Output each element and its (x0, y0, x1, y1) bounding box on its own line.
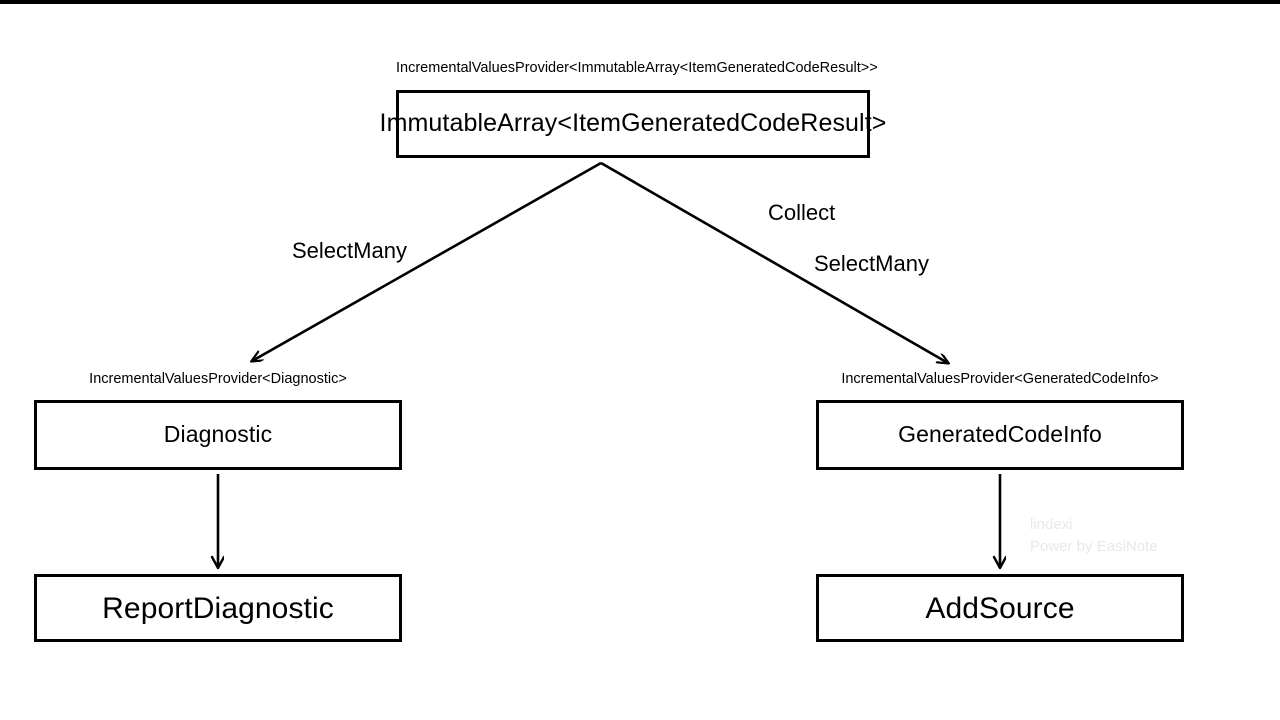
node-label-add-source: AddSource (925, 591, 1075, 625)
node-label-diagnostic: Diagnostic (163, 421, 273, 448)
node-generated-code-info[interactable]: GeneratedCodeInfo (816, 400, 1184, 470)
arrow-immutablearray-to-diagnostic (252, 161, 602, 361)
arrow-immutablearray-to-generatedcodeinfo (600, 161, 948, 363)
edge-label-collect: Collect (768, 200, 836, 225)
edge-label-selectmany-left: SelectMany (292, 238, 407, 263)
type-caption-generated-code-info: IncrementalValuesProvider<GeneratedCodeI… (841, 371, 1159, 387)
edge-label-selectmany-right: SelectMany (814, 251, 929, 276)
node-immutable-array[interactable]: ImmutableArray<ItemGeneratedCodeResult> (380, 90, 886, 158)
watermark-line-1: lindexi (1030, 516, 1073, 533)
type-caption-immutable-array: IncrementalValuesProvider<ImmutableArray… (396, 60, 878, 76)
node-add-source[interactable]: AddSource (816, 574, 1184, 642)
top-black-bar (0, 0, 1280, 4)
type-caption-diagnostic: IncrementalValuesProvider<Diagnostic> (89, 371, 347, 387)
node-label-generated-code-info: GeneratedCodeInfo (898, 421, 1102, 448)
watermark-line-2: Power by EasiNote (1030, 537, 1158, 555)
node-diagnostic[interactable]: Diagnostic (34, 400, 402, 470)
watermark: lindexi Power by EasiNote (1030, 514, 1158, 558)
node-label-immutable-array: ImmutableArray<ItemGeneratedCodeResult> (379, 109, 887, 138)
node-report-diagnostic[interactable]: ReportDiagnostic (34, 574, 402, 642)
node-label-report-diagnostic: ReportDiagnostic (102, 591, 334, 625)
